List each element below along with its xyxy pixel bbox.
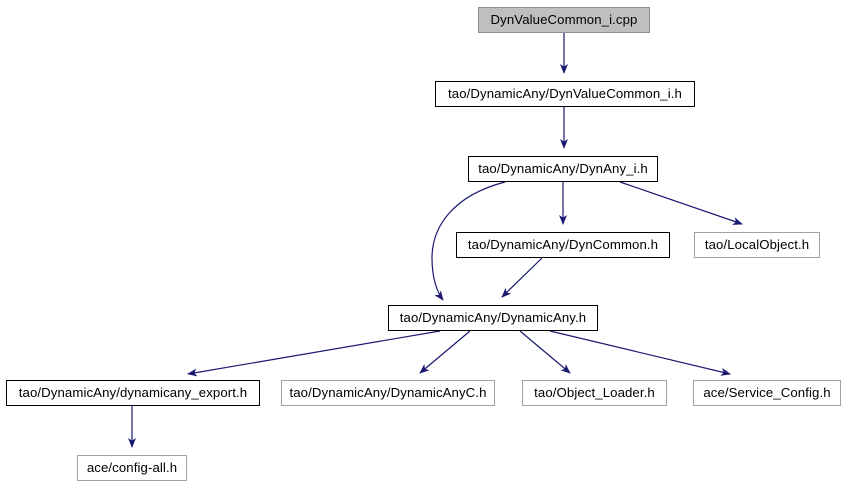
edge-dynamicany_h-to-dynamicany_export_h	[187, 330, 441, 377]
node-dynvaluecommon_i_cpp[interactable]: DynValueCommon_i.cpp	[478, 7, 650, 33]
node-object_loader_h[interactable]: tao/Object_Loader.h	[522, 380, 667, 406]
node-dynamicany_h[interactable]: tao/DynamicAny/DynamicAny.h	[388, 305, 598, 331]
node-localobject_h[interactable]: tao/LocalObject.h	[694, 232, 820, 258]
edge-dyncommon_h-to-dynamicany_h	[501, 257, 543, 298]
node-dynany_i_h[interactable]: tao/DynamicAny/DynAny_i.h	[468, 156, 658, 182]
node-service_config_h[interactable]: ace/Service_Config.h	[693, 380, 841, 406]
node-label-dynamicany_export_h: tao/DynamicAny/dynamicany_export.h	[18, 385, 248, 401]
node-label-dynamicany_h: tao/DynamicAny/DynamicAny.h	[399, 310, 587, 326]
edge-dynamicany_h-to-service_config_h	[549, 330, 731, 376]
edge-dynany_i_h-to-localobject_h	[619, 181, 743, 225]
node-dynamicanyc_h[interactable]: tao/DynamicAny/DynamicAnyC.h	[281, 380, 495, 406]
node-label-object_loader_h: tao/Object_Loader.h	[534, 385, 655, 401]
node-config_all_h[interactable]: ace/config-all.h	[77, 455, 187, 481]
node-label-service_config_h: ace/Service_Config.h	[703, 385, 831, 401]
node-label-dynany_i_h: tao/DynamicAny/DynAny_i.h	[478, 161, 648, 177]
node-dynamicany_export_h[interactable]: tao/DynamicAny/dynamicany_export.h	[6, 380, 260, 406]
edge-dynamicany_h-to-object_loader_h	[519, 330, 571, 374]
node-dyncommon_h[interactable]: tao/DynamicAny/DynCommon.h	[456, 232, 670, 258]
edge-dynamicany_h-to-dynamicanyc_h	[419, 330, 471, 374]
node-label-localobject_h: tao/LocalObject.h	[704, 237, 810, 253]
node-label-dynvaluecommon_i_cpp: DynValueCommon_i.cpp	[490, 12, 638, 28]
node-label-dynvaluecommon_i_h: tao/DynamicAny/DynValueCommon_i.h	[448, 86, 682, 102]
node-label-config_all_h: ace/config-all.h	[86, 460, 178, 476]
node-dynvaluecommon_i_h[interactable]: tao/DynamicAny/DynValueCommon_i.h	[435, 81, 695, 107]
node-label-dyncommon_h: tao/DynamicAny/DynCommon.h	[467, 237, 659, 253]
node-label-dynamicanyc_h: tao/DynamicAny/DynamicAnyC.h	[289, 385, 487, 401]
